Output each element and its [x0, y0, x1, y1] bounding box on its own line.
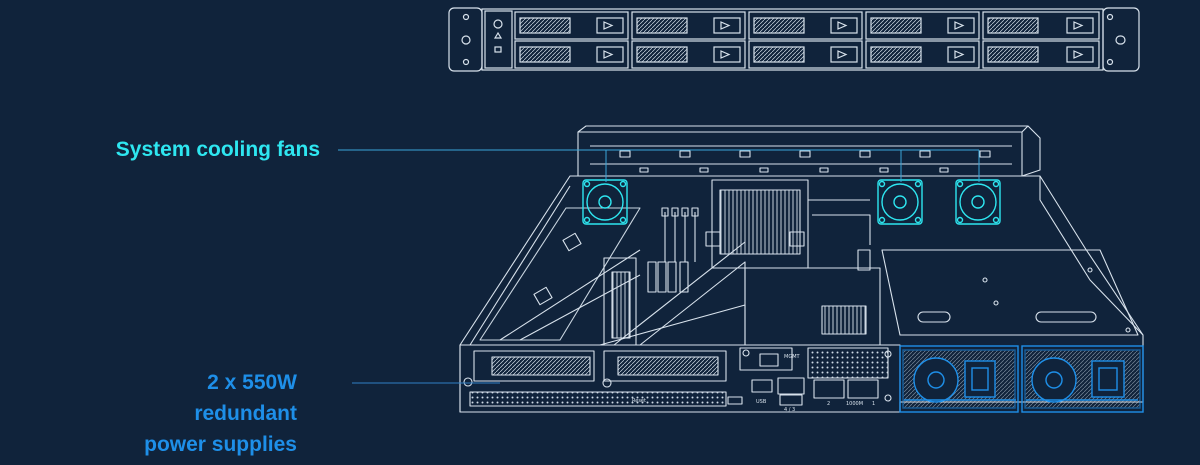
drive-bay	[514, 11, 629, 40]
psu-callout-line1: 2 x 550W	[207, 371, 297, 394]
rear-label-port-speed: 1000M	[846, 401, 863, 407]
cpu-heatsink	[705, 179, 809, 269]
power-button-icon	[493, 19, 503, 29]
drive-bay	[748, 40, 863, 69]
fans-callout-label: System cooling fans	[0, 134, 320, 165]
drive-bay	[982, 11, 1100, 40]
drive-bay	[982, 40, 1100, 69]
cooling-fan	[582, 179, 628, 225]
cooling-fan	[955, 179, 1001, 225]
drive-bay	[514, 40, 629, 69]
rear-label-port-1: 1	[872, 401, 875, 407]
psu-callout-label: 2 x 550W redundant power supplies	[0, 367, 297, 460]
fans-leader-lines	[338, 149, 980, 182]
drive-cage	[577, 125, 1041, 177]
fans-callout-text: System cooling fans	[115, 138, 320, 161]
drive-bay	[865, 11, 980, 40]
drive-bays	[514, 11, 1100, 69]
psu-callout-line3: power supplies	[144, 433, 297, 456]
rear-label-port-group: 4 / 3	[784, 407, 795, 413]
drive-bay	[631, 40, 746, 69]
rear-label-reset: Reset	[632, 398, 646, 404]
rear-label-mgmt: MGMT	[784, 354, 801, 360]
server-front-view	[448, 7, 1140, 72]
memory-modules	[647, 207, 699, 293]
rear-panel	[459, 344, 901, 413]
cooling-fans	[582, 179, 1001, 225]
cooling-fan	[877, 179, 923, 225]
front-bezel	[481, 8, 1104, 71]
ethernet-port	[813, 379, 845, 399]
power-supply-unit	[899, 345, 1019, 413]
server-open-chassis: USB 4 / 3 2 1000M 1 MGMT Reset	[459, 125, 1144, 413]
rear-label-port-2: 2	[827, 401, 830, 407]
drive-bay	[631, 11, 746, 40]
rear-label-usb: USB	[756, 399, 767, 405]
drive-bay	[865, 40, 980, 69]
left-rack-ear	[448, 7, 483, 72]
power-supply-unit	[1021, 345, 1144, 413]
ethernet-port	[777, 377, 805, 395]
right-rack-ear	[1102, 7, 1140, 72]
psu-callout-line2: redundant	[194, 402, 297, 425]
power-supplies	[899, 345, 1144, 413]
drive-bay	[748, 11, 863, 40]
usb-ports	[751, 379, 773, 393]
ethernet-port	[847, 379, 879, 399]
